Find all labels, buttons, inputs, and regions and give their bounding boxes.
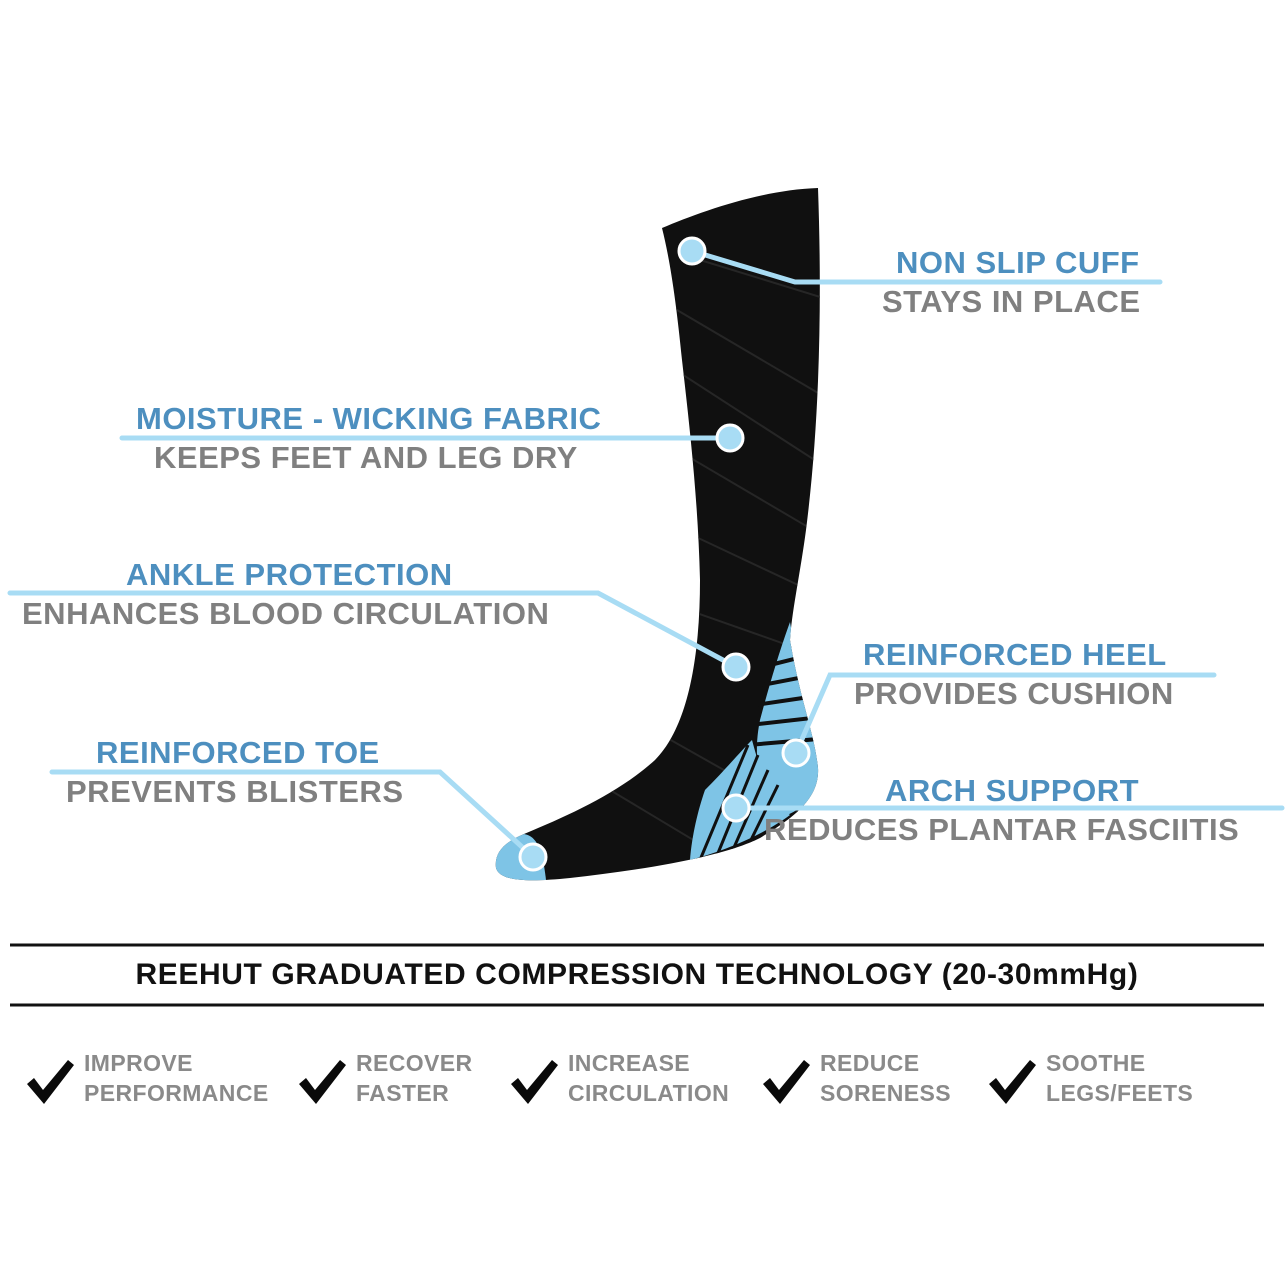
callout-subtitle: KEEPS FEET AND LEG DRY	[154, 440, 578, 475]
checkmark-icon	[511, 1060, 558, 1104]
benefit-line1: INCREASE	[568, 1050, 691, 1076]
checkmark-icon	[299, 1060, 346, 1104]
callout-dot-icon	[518, 842, 548, 872]
callout-subtitle: PREVENTS BLISTERS	[66, 774, 404, 809]
callout-title: REINFORCED HEEL	[863, 637, 1167, 672]
callout-dot-icon	[721, 793, 751, 823]
benefit-line2: FASTER	[356, 1080, 450, 1106]
benefit-line2: PERFORMANCE	[84, 1080, 269, 1106]
callout-lines	[7, 248, 1285, 860]
benefit-line2: SORENESS	[820, 1080, 952, 1106]
callout-subtitle: STAYS IN PLACE	[882, 284, 1141, 319]
callout-dot-icon	[721, 652, 751, 682]
callout-title: NON SLIP CUFF	[896, 245, 1140, 280]
compression-headline: REEHUT GRADUATED COMPRESSION TECHNOLOGY …	[135, 958, 1139, 991]
callout-dots	[518, 236, 811, 872]
callout-title: ANKLE PROTECTION	[126, 557, 453, 592]
callout-line-heel	[793, 672, 1217, 756]
callout-title: MOISTURE - WICKING FABRIC	[136, 401, 602, 436]
callout-dot-icon	[715, 423, 745, 453]
benefit-line2: LEGS/FEETS	[1046, 1080, 1194, 1106]
callout-cuff: NON SLIP CUFF STAYS IN PLACE	[882, 244, 1141, 322]
sock-body	[495, 188, 820, 881]
callout-subtitle: PROVIDES CUSHION	[854, 676, 1174, 711]
checkmark-icon	[989, 1060, 1036, 1104]
callout-fabric: MOISTURE - WICKING FABRIC KEEPS FEET AND…	[136, 400, 601, 478]
checkmark-icon	[27, 1060, 74, 1104]
callout-line-cuff	[689, 248, 1163, 285]
callout-subtitle: REDUCES PLANTAR FASCIITIS	[764, 812, 1240, 847]
benefit-line2: CIRCULATION	[568, 1080, 730, 1106]
callout-title: ARCH SUPPORT	[885, 773, 1140, 808]
callout-heel: REINFORCED HEEL PROVIDES CUSHION	[854, 636, 1174, 714]
callout-ankle: ANKLE PROTECTION ENHANCES BLOOD CIRCULAT…	[22, 556, 549, 634]
callout-toe: REINFORCED TOE PREVENTS BLISTERS	[66, 734, 404, 812]
callout-line-ankle	[7, 590, 739, 670]
callout-title: REINFORCED TOE	[96, 735, 380, 770]
callout-line-toe	[49, 769, 536, 860]
checkmark-icon	[763, 1060, 810, 1104]
callout-subtitle: ENHANCES BLOOD CIRCULATION	[22, 596, 550, 631]
benefit-line1: SOOTHE	[1046, 1050, 1146, 1076]
callout-arch: ARCH SUPPORT REDUCES PLANTAR FASCIITIS	[764, 772, 1239, 850]
callout-dot-icon	[781, 738, 811, 768]
benefit-line1: IMPROVE	[84, 1050, 193, 1076]
callout-dot-icon	[677, 236, 707, 266]
benefit-line1: REDUCE	[820, 1050, 920, 1076]
benefit-line1: RECOVER	[356, 1050, 473, 1076]
